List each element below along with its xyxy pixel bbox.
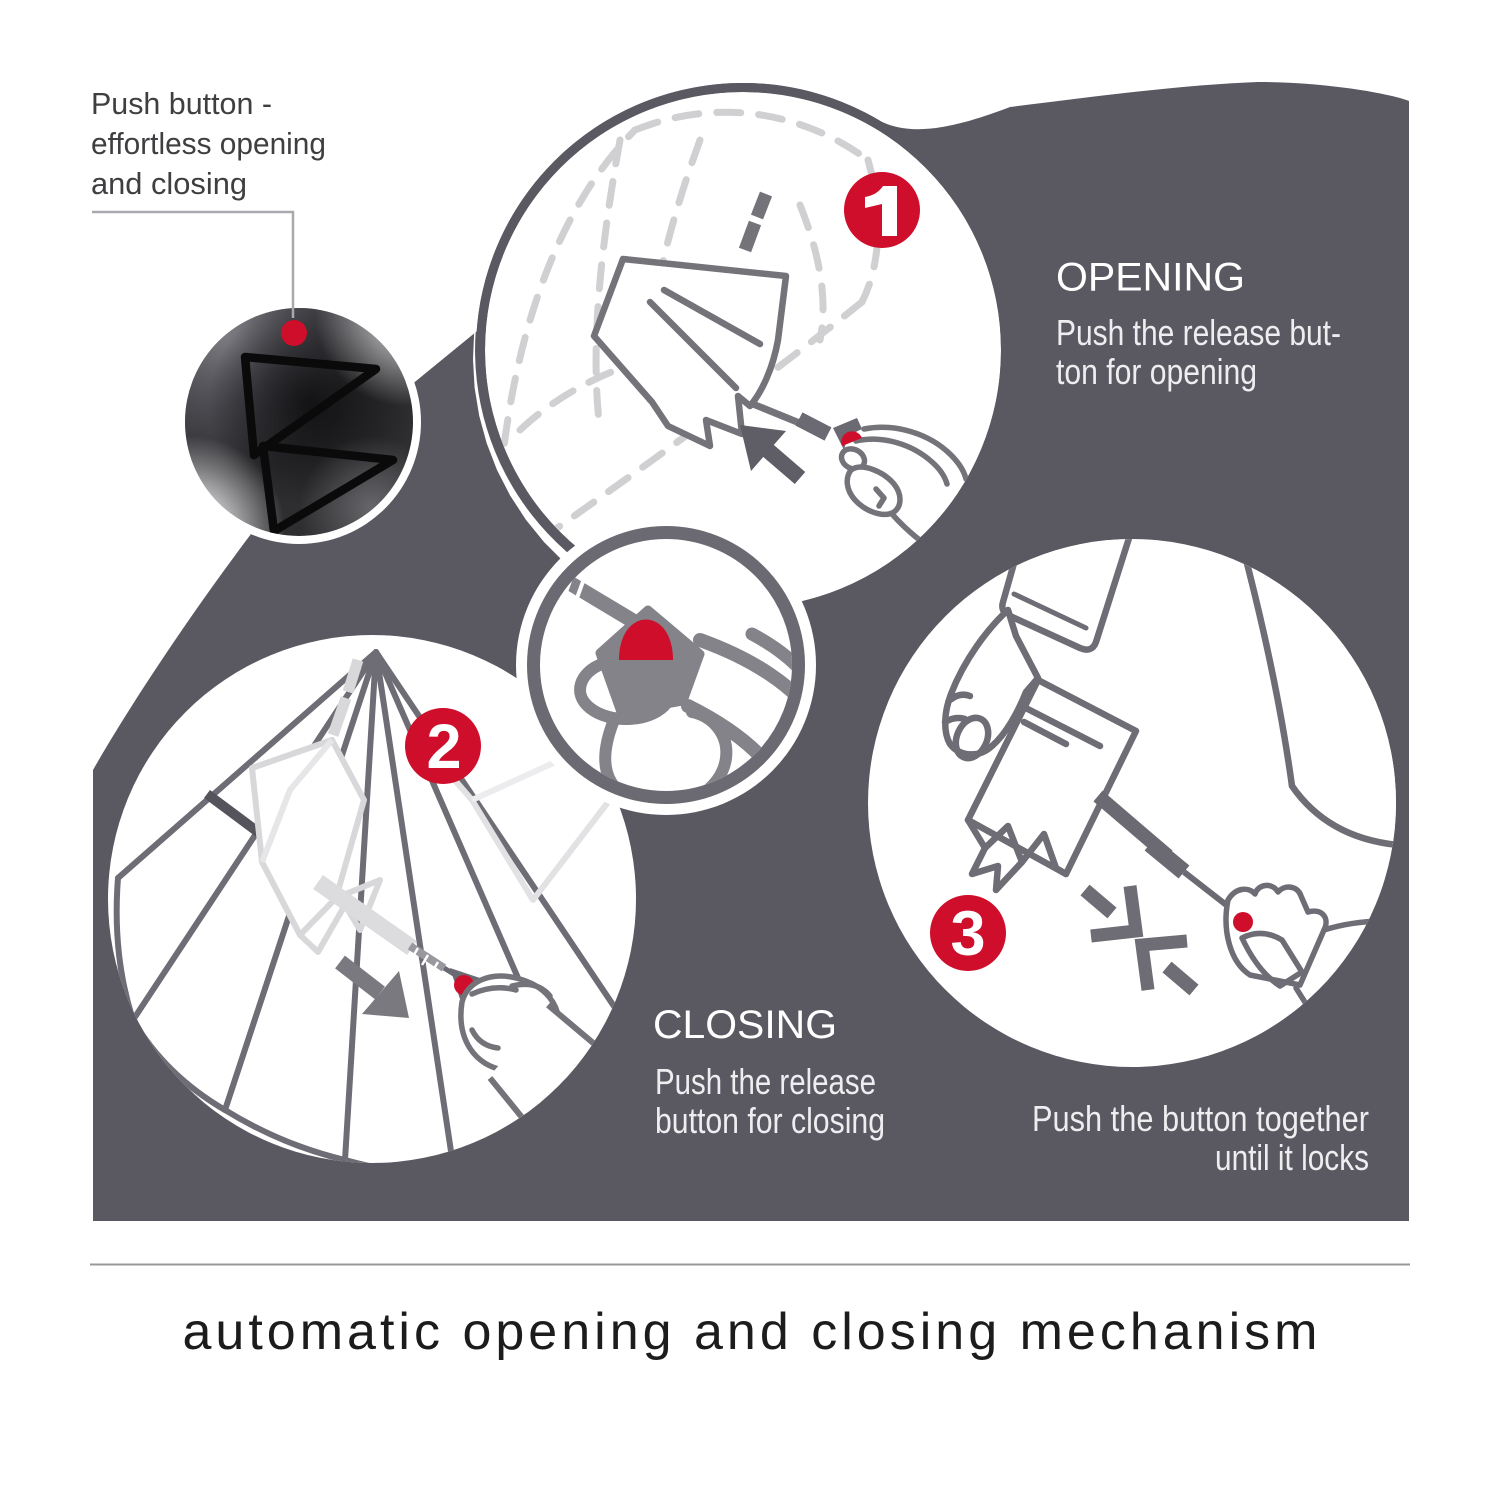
svg-text:and closing: and closing — [91, 166, 247, 201]
svg-text:CLOSING: CLOSING — [653, 1003, 837, 1047]
svg-text:automatic opening and closing: automatic opening and closing mechanism — [183, 1303, 1318, 1361]
svg-text:effortless opening: effortless opening — [91, 126, 326, 161]
svg-text:3: 3 — [950, 899, 985, 969]
svg-text:Push the release: Push the release — [655, 1061, 876, 1102]
svg-text:Push the button together: Push the button together — [1032, 1098, 1369, 1139]
svg-text:Push the release but-: Push the release but- — [1056, 312, 1341, 353]
svg-text:2: 2 — [426, 712, 461, 782]
svg-text:Push button -: Push button - — [91, 86, 272, 121]
svg-text:OPENING: OPENING — [1056, 256, 1245, 300]
svg-text:ton for opening: ton for opening — [1056, 351, 1257, 392]
svg-text:until it locks: until it locks — [1215, 1137, 1369, 1178]
svg-text:button for closing: button for closing — [655, 1100, 885, 1141]
